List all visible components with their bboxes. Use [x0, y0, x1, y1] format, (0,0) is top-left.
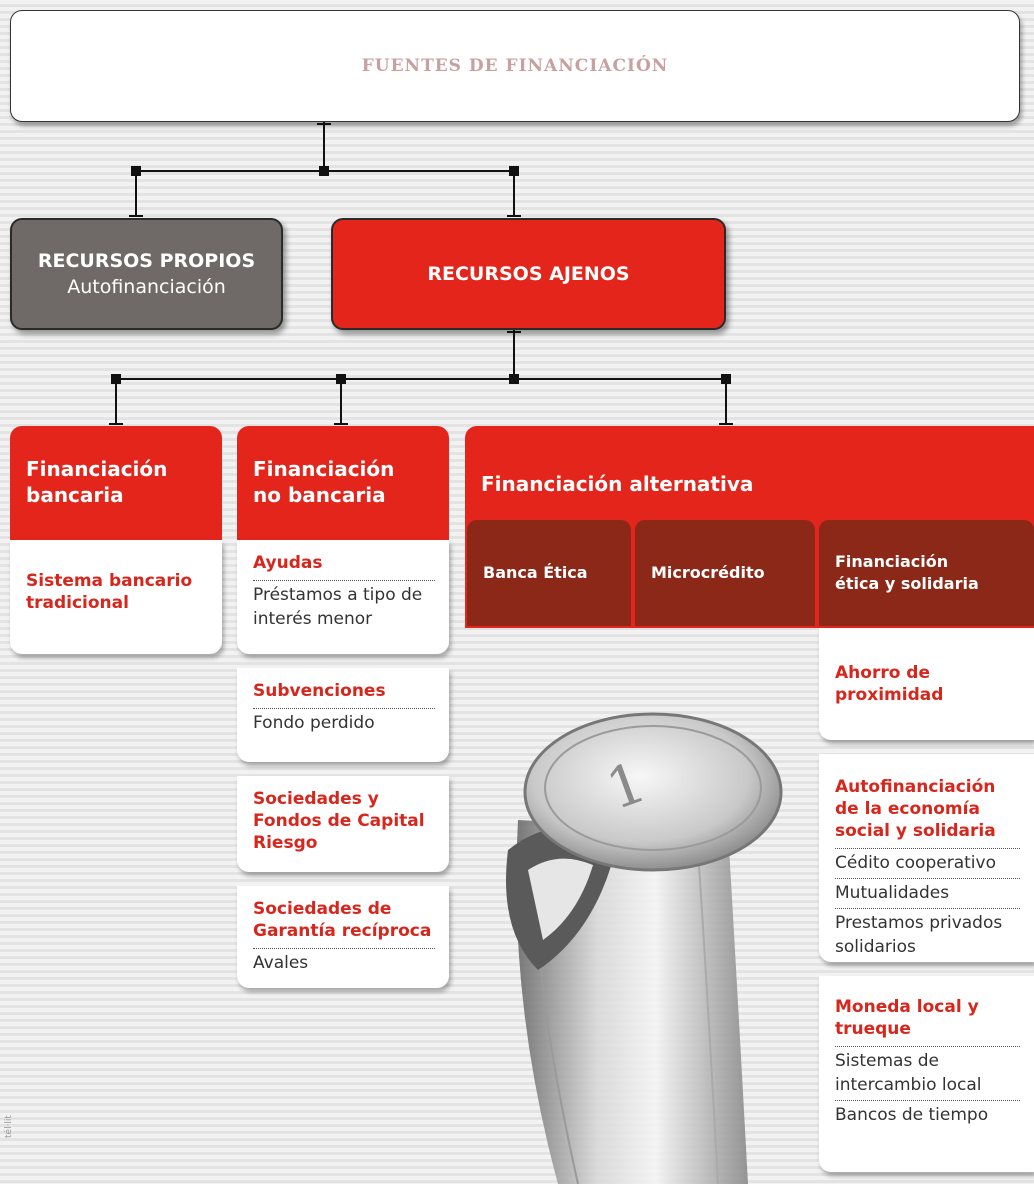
recursos-ajenos-box: RECURSOS AJENOS [331, 218, 726, 330]
connector-node [509, 374, 519, 384]
connector [513, 330, 515, 382]
connector-node [131, 166, 141, 176]
bancaria-body: Sistema bancario tradicional [10, 540, 222, 654]
autofinanciacion-block: Autofinanciación de la economía social y… [819, 754, 1034, 962]
recursos-ajenos-title: RECURSOS AJENOS [427, 263, 630, 285]
connector [725, 380, 727, 424]
connector [116, 378, 728, 380]
ayudas-text: Préstamos a tipo de interés menor [253, 580, 435, 631]
connector-cap [719, 423, 733, 425]
euro-coin-roll-image: 1 [506, 712, 783, 1184]
ayudas-block: Ayudas Préstamos a tipo de interés menor [237, 540, 449, 654]
diagram-title: FUENTES DE FINANCIACIÓN [361, 56, 669, 76]
capital-riesgo-title: Sociedades y Fondos de Capital Riesgo [253, 789, 425, 853]
connector-cap [507, 331, 521, 333]
recursos-propios-box: RECURSOS PROPIOS Autofinanciación [10, 218, 283, 330]
no-bancaria-heading: Financiación no bancaria [237, 426, 449, 540]
connector-cap [317, 123, 331, 125]
subvenciones-block: Subvenciones Fondo perdido [237, 668, 449, 762]
credito-cooperativo-text: Cédito cooperativo [835, 848, 1020, 878]
recursos-propios-title: RECURSOS PROPIOS [37, 250, 256, 272]
ayudas-title: Ayudas [253, 553, 323, 573]
microcredito-label: Microcrédito [635, 520, 815, 626]
connector-node [336, 374, 346, 384]
connector-node [111, 374, 121, 384]
moneda-title: Moneda local y trueque [835, 997, 979, 1039]
connector-cap [109, 423, 123, 425]
subvenciones-text: Fondo perdido [253, 708, 435, 735]
connector-cap [334, 423, 348, 425]
garantia-title: Sociedades de Garantía recíproca [253, 899, 432, 941]
alternativa-column: Financiación alternativa Banca Ética Mic… [465, 426, 1034, 628]
connector [115, 380, 117, 424]
image-credit: tél·lit [4, 1115, 14, 1138]
bancaria-heading: Financiación bancaria [10, 426, 222, 540]
subvenciones-title: Subvenciones [253, 681, 386, 701]
garantia-text: Avales [253, 948, 435, 975]
banca-etica-label: Banca Ética [467, 520, 631, 626]
no-bancaria-column: Financiación no bancaria Ayudas Préstamo… [237, 426, 449, 988]
connector-node [721, 374, 731, 384]
connector-cap [129, 215, 143, 217]
ahorro-block: Ahorro de proximidad [819, 628, 1034, 740]
title-box: FUENTES DE FINANCIACIÓN [10, 10, 1020, 122]
sistema-bancario-label: Sistema bancario tradicional [26, 571, 193, 613]
autofinanciacion-title: Autofinanciación de la economía social y… [835, 777, 996, 841]
connector [135, 172, 137, 216]
ahorro-title: Ahorro de proximidad [835, 663, 944, 705]
connector-cap [507, 215, 521, 217]
bancos-tiempo-text: Bancos de tiempo [835, 1100, 1020, 1127]
garantia-block: Sociedades de Garantía recíproca Avales [237, 886, 449, 988]
alternativa-heading: Financiación alternativa [481, 472, 754, 496]
prestamos-solidarios-text: Prestamos privados solidarios [835, 908, 1020, 959]
etica-solidaria-column: Ahorro de proximidad Autofinanciación de… [819, 628, 1034, 1172]
recursos-propios-subtitle: Autofinanciación [67, 276, 226, 298]
intercambio-local-text: Sistemas de intercambio local [835, 1046, 1020, 1100]
connector [340, 380, 342, 424]
capital-riesgo-block: Sociedades y Fondos de Capital Riesgo [237, 776, 449, 872]
etica-solidaria-label: Financiación ética y solidaria [819, 520, 1034, 626]
bancaria-column: Financiación bancaria Sistema bancario t… [10, 426, 222, 654]
connector-node [319, 166, 329, 176]
connector-node [509, 166, 519, 176]
connector [323, 122, 325, 174]
mutualidades-text: Mutualidades [835, 878, 1020, 908]
moneda-block: Moneda local y trueque Sistemas de inter… [819, 976, 1034, 1172]
connector [513, 172, 515, 216]
